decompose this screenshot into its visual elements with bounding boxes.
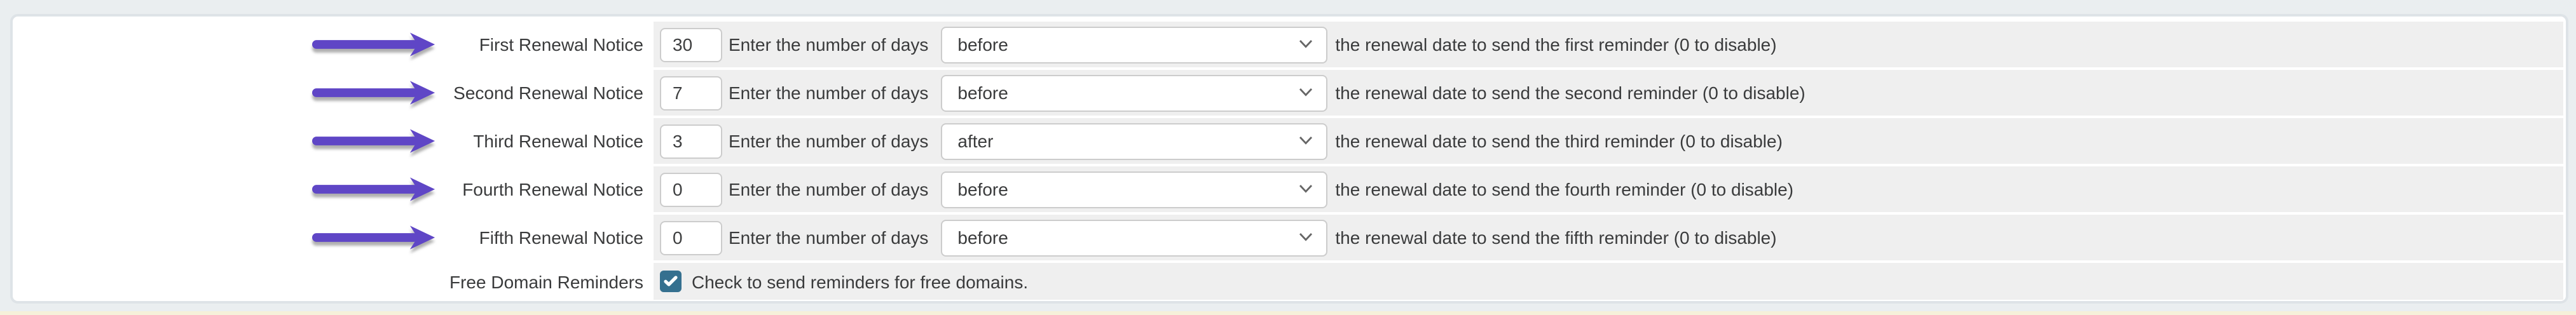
free-domain-reminders-row: Free Domain Reminders Check to send remi… xyxy=(13,263,2563,300)
annotation-arrow-icon xyxy=(312,177,435,201)
row-label-column: Second Renewal Notice xyxy=(13,70,654,116)
row-label-column: Free Domain Reminders xyxy=(13,263,654,300)
direction-select[interactable]: before xyxy=(941,74,1328,111)
field-cell: Enter the number of days before the rene… xyxy=(654,215,2563,260)
domain-reminder-settings-panel: First Renewal Notice Enter the number of… xyxy=(10,14,2568,304)
days-hint-text: Enter the number of days xyxy=(729,179,929,199)
renewal-notice-row: Third Renewal Notice Enter the number of… xyxy=(13,118,2563,164)
direction-select[interactable]: before xyxy=(941,26,1328,63)
row-label: Fourth Renewal Notice xyxy=(462,179,643,199)
direction-select-value: before xyxy=(957,227,1008,248)
reminder-description-text: the renewal date to send the second remi… xyxy=(1335,83,1805,103)
direction-select[interactable]: before xyxy=(941,219,1328,256)
days-hint-text: Enter the number of days xyxy=(729,34,929,55)
days-input[interactable] xyxy=(660,220,722,255)
checkbox-label: Check to send reminders for free domains… xyxy=(692,271,1029,292)
direction-select[interactable]: before xyxy=(941,171,1328,208)
form-rows: First Renewal Notice Enter the number of… xyxy=(13,17,2566,300)
row-label-column: Fifth Renewal Notice xyxy=(13,215,654,260)
chevron-down-icon xyxy=(1299,233,1313,241)
row-label-column: Third Renewal Notice xyxy=(13,118,654,164)
renewal-notice-row: First Renewal Notice Enter the number of… xyxy=(13,22,2563,67)
row-label: Second Renewal Notice xyxy=(453,83,643,103)
footer-strip xyxy=(0,311,2576,315)
renewal-notice-row: Second Renewal Notice Enter the number o… xyxy=(13,70,2563,116)
row-label: First Renewal Notice xyxy=(479,34,643,55)
days-input[interactable] xyxy=(660,27,722,62)
annotation-arrow-icon xyxy=(312,129,435,153)
renewal-notice-row: Fifth Renewal Notice Enter the number of… xyxy=(13,215,2563,260)
row-label: Free Domain Reminders xyxy=(449,271,643,292)
reminder-description-text: the renewal date to send the fourth remi… xyxy=(1335,179,1794,199)
check-icon xyxy=(664,276,678,286)
annotation-arrow-icon xyxy=(312,32,435,57)
row-label: Fifth Renewal Notice xyxy=(479,227,643,248)
row-label: Third Renewal Notice xyxy=(473,131,643,151)
direction-select-value: before xyxy=(957,34,1008,55)
days-hint-text: Enter the number of days xyxy=(729,131,929,151)
field-cell: Enter the number of days after the renew… xyxy=(654,118,2563,164)
reminder-description-text: the renewal date to send the first remin… xyxy=(1335,34,1777,55)
reminder-description-text: the renewal date to send the third remin… xyxy=(1335,131,1783,151)
days-hint-text: Enter the number of days xyxy=(729,227,929,248)
field-cell: Enter the number of days before the rene… xyxy=(654,70,2563,116)
direction-select-value: before xyxy=(957,179,1008,199)
annotation-arrow-icon xyxy=(312,81,435,105)
chevron-down-icon xyxy=(1299,185,1313,193)
days-hint-text: Enter the number of days xyxy=(729,83,929,103)
renewal-notice-row: Fourth Renewal Notice Enter the number o… xyxy=(13,166,2563,212)
days-input[interactable] xyxy=(660,172,722,206)
chevron-down-icon xyxy=(1299,88,1313,97)
chevron-down-icon xyxy=(1299,40,1313,48)
direction-select-value: after xyxy=(957,131,994,151)
field-cell: Enter the number of days before the rene… xyxy=(654,166,2563,212)
chevron-down-icon xyxy=(1299,137,1313,145)
days-input[interactable] xyxy=(660,124,722,158)
direction-select[interactable]: after xyxy=(941,123,1328,159)
row-label-column: Fourth Renewal Notice xyxy=(13,166,654,212)
days-input[interactable] xyxy=(660,76,722,110)
direction-select-value: before xyxy=(957,83,1008,103)
annotation-arrow-icon xyxy=(312,225,435,250)
free-domain-reminders-checkbox[interactable] xyxy=(660,271,682,292)
field-cell: Enter the number of days before the rene… xyxy=(654,22,2563,67)
row-label-column: First Renewal Notice xyxy=(13,22,654,67)
reminder-description-text: the renewal date to send the fifth remin… xyxy=(1335,227,1777,248)
field-cell: Check to send reminders for free domains… xyxy=(654,263,2563,300)
